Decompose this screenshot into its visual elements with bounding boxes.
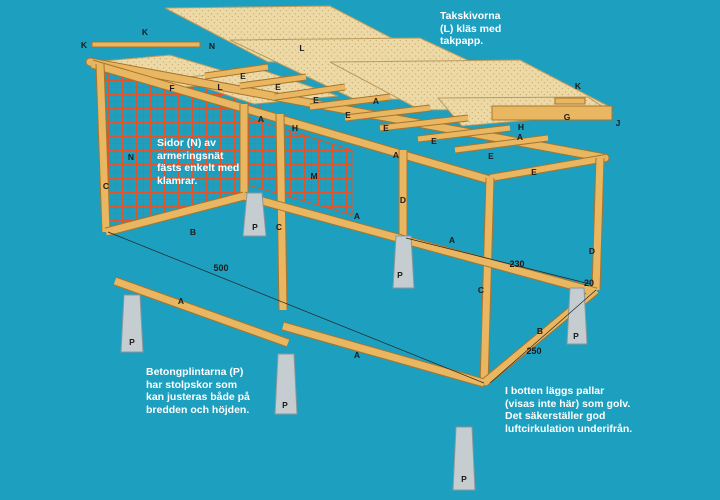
note-line: har stolpskor som	[146, 378, 238, 391]
label-p: P	[282, 400, 288, 410]
label-a: A	[373, 96, 379, 106]
label-h: H	[292, 123, 298, 133]
label-e: E	[240, 71, 246, 81]
label-p: P	[252, 222, 258, 232]
part-labels: K K N L K G H J F L H A A A A E E E E E …	[81, 27, 621, 484]
label-n: N	[209, 41, 215, 51]
label-h: H	[518, 122, 524, 132]
note-line: fästs enkelt med	[157, 162, 240, 174]
label-c: C	[103, 181, 109, 191]
note-line: Betongplintarna (P)	[146, 366, 244, 378]
label-e: E	[313, 95, 319, 105]
note-floor: I botten läggs pallar (visas inte här) s…	[505, 385, 632, 435]
dimension-end: 20	[584, 278, 594, 288]
label-k: K	[81, 40, 88, 50]
label-f: F	[169, 83, 174, 93]
label-p: P	[573, 331, 579, 341]
label-e: E	[383, 123, 389, 133]
bottom-frame	[104, 191, 599, 388]
note-line: kan justeras både på	[146, 391, 250, 403]
roof-frame	[85, 54, 610, 185]
note-line: luftcirkulation underifrån.	[505, 422, 633, 435]
roof-boards-loose	[91, 5, 614, 127]
label-k: K	[142, 27, 149, 37]
label-l: L	[299, 43, 304, 53]
label-e: E	[431, 136, 437, 146]
label-a: A	[258, 114, 264, 124]
label-p: P	[461, 474, 467, 484]
label-d: D	[400, 195, 406, 205]
label-j: J	[616, 118, 621, 128]
dimension-width: 250	[526, 346, 541, 356]
note-roof-boards: Takskivorna (L) kläs med takpapp.	[440, 10, 501, 48]
note-plinths: Betongplintarna (P) har stolpskor som ka…	[146, 366, 250, 416]
note-line: I botten läggs pallar	[505, 385, 605, 397]
label-a: A	[393, 150, 399, 160]
label-b: B	[537, 326, 543, 336]
label-a: A	[354, 211, 360, 221]
dimension-length: 500	[213, 263, 228, 273]
label-m: M	[310, 171, 317, 181]
label-e: E	[531, 167, 537, 177]
note-line: takpapp.	[440, 35, 484, 47]
label-b: B	[190, 227, 196, 237]
label-p: P	[397, 270, 403, 280]
note-line: bredden och höjden.	[146, 403, 250, 416]
note-line: armeringsnät	[157, 149, 224, 162]
note-sides: Sidor (N) av armeringsnät fästs enkelt m…	[157, 137, 239, 187]
label-e: E	[275, 82, 281, 92]
label-n: N	[128, 152, 134, 162]
label-l: L	[217, 82, 222, 92]
note-line: Takskivorna	[440, 10, 501, 22]
dimension-lines	[107, 231, 597, 384]
label-a: A	[517, 132, 523, 142]
label-c: C	[478, 285, 484, 295]
dimension-depth: 230	[509, 259, 524, 269]
note-line: Sidor (N) av	[157, 137, 216, 149]
note-line: (L) kläs med	[440, 22, 502, 35]
note-line: (visas inte här) som golv.	[505, 397, 631, 410]
dimension-values: 500 230 250 20	[213, 259, 594, 356]
posts	[95, 63, 605, 386]
note-line: Det säkerställer god	[505, 410, 606, 422]
note-line: klamrar.	[157, 174, 198, 187]
label-e: E	[488, 151, 494, 161]
label-g: G	[564, 112, 571, 122]
label-e: E	[345, 110, 351, 120]
label-a: A	[449, 235, 455, 245]
label-p: P	[129, 337, 135, 347]
label-k: K	[575, 81, 582, 91]
label-c: C	[276, 222, 282, 232]
label-a: A	[178, 296, 184, 306]
label-a: A	[354, 350, 360, 360]
label-d: D	[589, 246, 595, 256]
